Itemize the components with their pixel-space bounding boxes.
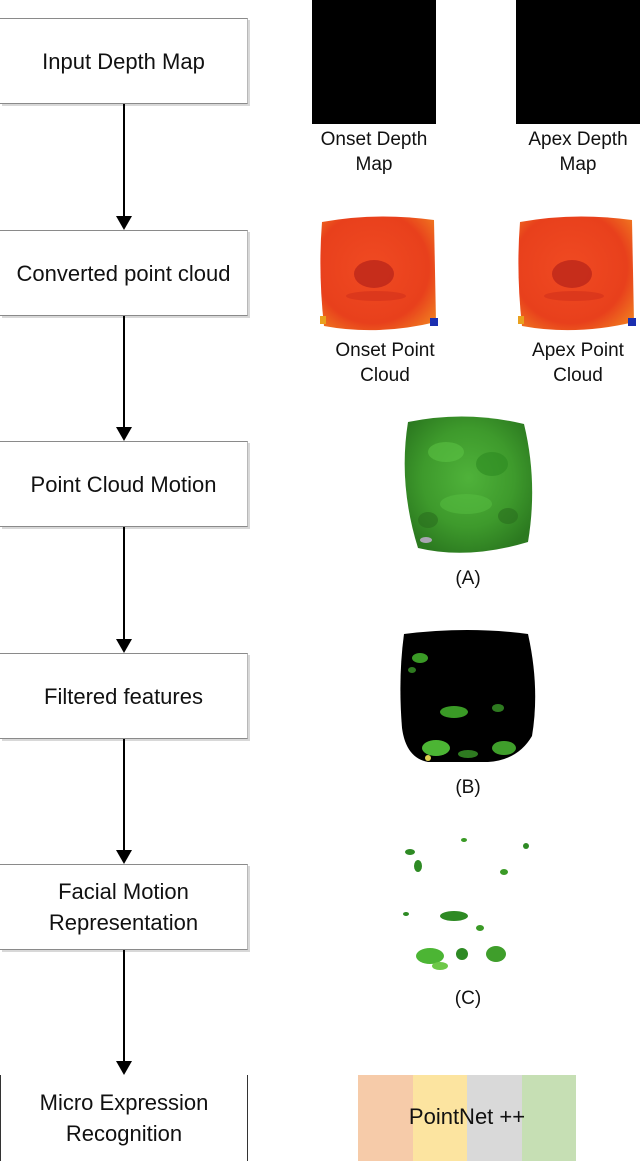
- filtered-features-image: [400, 630, 536, 762]
- facial-motion-representation-image: [403, 838, 529, 970]
- point-cloud-motion-image: [404, 416, 533, 553]
- flow-arrow: [114, 316, 134, 441]
- pointnet-segment: [467, 1075, 522, 1161]
- stage-label: Point Cloud Motion: [30, 471, 217, 497]
- filtered-caption: (B): [455, 777, 481, 798]
- onset-point-cloud-image: [320, 216, 438, 331]
- flow-arrow: [114, 527, 134, 653]
- pointnet-segment: [412, 1075, 467, 1161]
- apex-point-cloud-image: [518, 216, 636, 331]
- motion-caption: (A): [455, 568, 481, 589]
- stage-micro-expression-recognition: Micro Expression Recognition: [0, 1075, 248, 1161]
- stage-converted-point-cloud: Converted point cloud: [0, 230, 248, 316]
- stage-filtered-features: Filtered features: [0, 653, 248, 739]
- flow-arrow: [114, 104, 134, 230]
- stage-facial-motion-representation: Facial Motion Representation: [0, 864, 248, 950]
- flow-arrow: [114, 739, 134, 864]
- apex-depth-map-image: [516, 0, 640, 124]
- stage-point-cloud-motion: Point Cloud Motion: [0, 441, 248, 527]
- pointnet-segment: [521, 1075, 576, 1161]
- stage-label: Micro Expression Recognition: [39, 1090, 209, 1146]
- stage-label: Filtered features: [44, 683, 203, 709]
- apex-cloud-caption: Apex Point Cloud: [532, 340, 624, 386]
- pointnet-label: PointNet ++: [408, 1104, 526, 1129]
- stage-label: Facial Motion Representation: [48, 879, 199, 935]
- pointnet-segment: [358, 1075, 413, 1161]
- onset-depth-map-image: [312, 0, 436, 124]
- representation-caption: (C): [454, 988, 482, 1009]
- flow-arrow: [114, 950, 134, 1075]
- onset-depth-caption: Onset Depth Map: [320, 129, 428, 175]
- stage-label: Input Depth Map: [42, 48, 205, 74]
- apex-depth-caption: Apex Depth Map: [528, 129, 628, 175]
- pointnet-block: [358, 1075, 576, 1161]
- stage-label: Converted point cloud: [16, 260, 231, 286]
- onset-cloud-caption: Onset Point Cloud: [335, 340, 435, 386]
- stage-input-depth-map: Input Depth Map: [0, 18, 248, 104]
